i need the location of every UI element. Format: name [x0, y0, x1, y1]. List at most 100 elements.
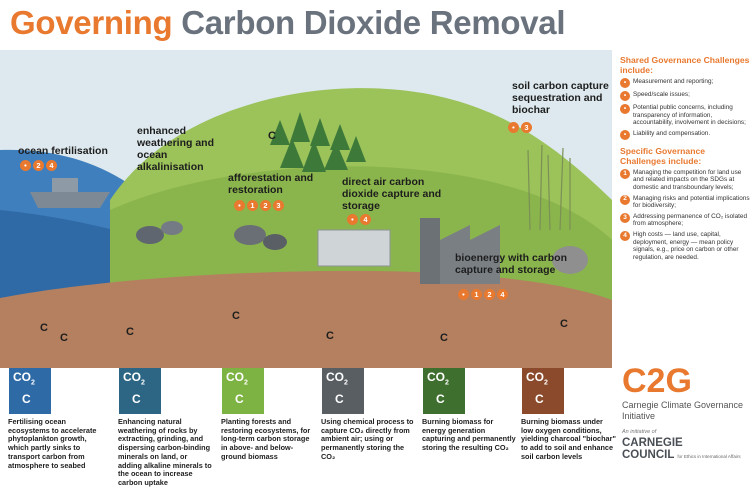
- carbon-marker: C: [40, 322, 48, 334]
- tile-ocean: CO2 C: [9, 368, 51, 414]
- shared-item: •Measurement and reporting;: [620, 78, 750, 88]
- tile-dac: CO2 C: [322, 368, 364, 414]
- tile-co2: CO2: [526, 370, 548, 387]
- carbon-marker: C: [440, 332, 448, 344]
- badge: •: [458, 289, 469, 300]
- tile-c: C: [22, 392, 31, 406]
- badge: •: [234, 200, 245, 211]
- badge: 3: [273, 200, 284, 211]
- tile-co2: CO2: [427, 370, 449, 387]
- badge: •: [347, 214, 358, 225]
- badge: 3: [521, 122, 532, 133]
- badge: 1: [247, 200, 258, 211]
- panel-desc: Using chemical process to capture CO₂ di…: [321, 417, 414, 461]
- bullet-badge: •: [620, 104, 630, 114]
- carbon-marker: C: [560, 318, 568, 330]
- badge: 4: [497, 289, 508, 300]
- specific-heading: Specific Governance Challenges include:: [620, 145, 706, 166]
- label-ocean-fertilisation: ocean fertilisation: [18, 145, 108, 157]
- badges-afforestation: • 1 2 3: [234, 200, 284, 211]
- badges-bioenergy: • 1 2 4: [458, 289, 508, 300]
- panel-desc: Fertilising ocean ecosystems to accelera…: [8, 417, 97, 470]
- shared-heading: Shared Governance Challenges include:: [620, 55, 750, 75]
- bullet-badge: •: [620, 78, 630, 88]
- scene-svg: [0, 50, 612, 368]
- tile-weathering: CO2 C: [119, 368, 161, 414]
- label-soil-carbon: soil carbon capture sequestration and bi…: [512, 80, 609, 116]
- boat-hull: [30, 192, 110, 208]
- shared-item: •Potential public concerns, including tr…: [620, 104, 750, 127]
- panel-enhanced-weathering: CO2 C Enhancing natural weathering of ro…: [118, 368, 213, 488]
- carbon-marker: C: [60, 332, 68, 344]
- badge: 2: [33, 160, 44, 171]
- rock: [234, 225, 266, 245]
- shared-item: •Speed/scale issues;: [620, 91, 750, 101]
- number-badge: 3: [620, 212, 630, 223]
- bullet-badge: •: [620, 129, 630, 140]
- initiative-text: An initiative of: [622, 429, 657, 435]
- panel-desc: Burning biomass under low oxygen conditi…: [521, 417, 616, 461]
- factory: [440, 225, 500, 284]
- tile-co2: CO2: [326, 370, 348, 387]
- bullet-badge: •: [620, 91, 630, 101]
- carbon-marker: C: [232, 310, 240, 322]
- tile-co2: CO2: [226, 370, 248, 387]
- tile-co2: CO2: [13, 370, 35, 387]
- panel-desc: Enhancing natural weathering of rocks by…: [118, 417, 212, 487]
- rock: [161, 221, 183, 235]
- tile-c: C: [132, 392, 141, 406]
- tile-forest: CO2 C: [222, 368, 264, 414]
- rock: [263, 234, 287, 250]
- challenges-sidebar: Shared Governance Challenges include: •M…: [620, 55, 750, 264]
- number-badge: 1: [620, 168, 630, 179]
- tile-co2: CO2: [123, 370, 145, 387]
- number-badge: 4: [620, 230, 630, 241]
- carbon-marker: C: [126, 326, 134, 338]
- label-enhanced-weathering: enhanced weathering and ocean alkalinisa…: [137, 125, 215, 173]
- badges-direct-air-capture: • 4: [347, 214, 371, 225]
- c2g-logo: C2G: [622, 362, 692, 400]
- badge: 1: [471, 289, 482, 300]
- forest: [270, 112, 366, 172]
- panel-biochar: CO2 C Burning biomass under low oxygen c…: [521, 368, 616, 488]
- panel-desc: Burning biomass for energy generation ca…: [422, 417, 516, 453]
- label-afforestation: afforestation and restoration: [228, 172, 314, 196]
- panel-direct-air-capture: CO2 C Using chemical process to capture …: [321, 368, 416, 488]
- title-words-cdr: Carbon Dioxide Removal: [181, 4, 566, 41]
- shared-item: •Liability and compensation.: [620, 129, 750, 140]
- tile-beccs: CO2 C: [423, 368, 465, 414]
- tile-c: C: [436, 392, 445, 406]
- number-badge: 2: [620, 194, 630, 205]
- c2g-branding: C2G Carnegie Climate Governance Initiati…: [622, 364, 750, 463]
- tall-grass: [527, 144, 571, 231]
- tile-c: C: [235, 392, 244, 406]
- panel-ocean-fertilisation: CO2 C Fertilising ocean ecosystems to ac…: [8, 368, 103, 488]
- panel-desc: Planting forests and restoring ecosystem…: [221, 417, 311, 461]
- tile-c: C: [535, 392, 544, 406]
- badge: 2: [260, 200, 271, 211]
- carbon-marker: C: [268, 130, 276, 142]
- badges-soil-carbon: • 3: [508, 122, 532, 133]
- page-title: Governing Carbon Dioxide Removal: [10, 4, 566, 42]
- panel-afforestation: CO2 C Planting forests and restoring eco…: [221, 368, 316, 488]
- rock: [136, 226, 164, 244]
- biochar-pile: [552, 246, 588, 274]
- title-word-governing: Governing: [10, 4, 173, 41]
- badge: 4: [46, 160, 57, 171]
- carnegie-council-logo: CARNEGIE COUNCIL for Ethics in Internati…: [622, 437, 741, 461]
- carbon-marker: C: [326, 330, 334, 342]
- badges-ocean-fertilisation: • 2 4: [20, 160, 57, 171]
- badge: 2: [484, 289, 495, 300]
- c2g-name: Carnegie Climate Governance Initiative: [622, 400, 744, 421]
- label-bioenergy: bioenergy with carbon capture and storag…: [455, 252, 568, 276]
- badge: •: [508, 122, 519, 133]
- label-direct-air-capture: direct air carbon dioxide capture and st…: [342, 176, 442, 212]
- illustration-scene: ocean fertilisation • 2 4 enhanced weath…: [0, 50, 612, 368]
- smokestack: [420, 218, 440, 284]
- dac-unit: [317, 229, 391, 267]
- soil: [0, 270, 612, 368]
- badge: 4: [360, 214, 371, 225]
